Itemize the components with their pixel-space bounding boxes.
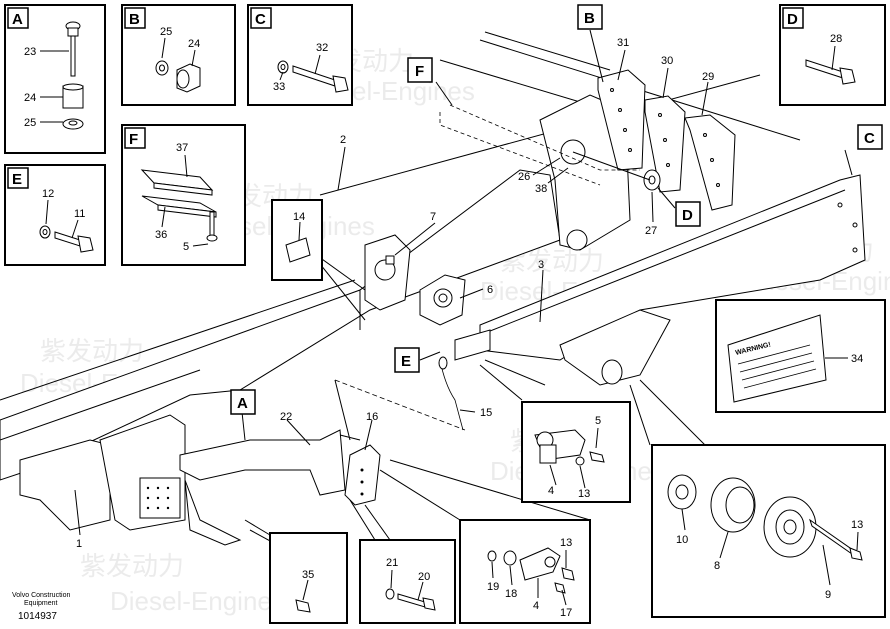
callout-7: 7: [430, 211, 436, 223]
watermark-text: Diesel-Engines: [110, 586, 285, 616]
part-callout-4: 4: [533, 600, 539, 612]
main-letter-tags: B F C D E A: [230, 4, 883, 415]
part-callout-28: 28: [830, 33, 842, 45]
part-callout-32: 32: [316, 42, 328, 54]
company-name-line2: Equipment: [24, 600, 58, 607]
part-callout-25: 25: [160, 26, 172, 38]
callout-15: 15: [480, 407, 492, 419]
inset-bearing-detail: 10 8 9 13: [651, 444, 886, 618]
part-callout-19: 19: [487, 581, 499, 593]
callout-3: 3: [538, 259, 544, 271]
leader-lines: [74, 29, 853, 561]
inset-warning-label: WARNING! 34: [715, 299, 886, 413]
inset-F-letter: F: [129, 131, 138, 148]
tag-B: B: [584, 10, 595, 27]
part-callout-13: 13: [560, 537, 572, 549]
part-callout-36: 36: [155, 229, 167, 241]
inset-F: F 37 36 5: [121, 124, 246, 266]
part-callout-9: 9: [825, 589, 831, 601]
main-assembly-drawing: [0, 31, 866, 546]
callout-2: 2: [340, 134, 346, 146]
company-name-line1: Volvo Construction: [12, 592, 70, 599]
tag-F: F: [415, 63, 424, 80]
part-callout-34: 34: [851, 353, 863, 365]
document-number: 1014937: [18, 611, 57, 622]
part-callout-18: 18: [505, 588, 517, 600]
part-callout-12: 12: [42, 188, 54, 200]
inset-D-letter: D: [787, 11, 798, 28]
callout-16: 16: [366, 411, 378, 423]
part-callout-4: 4: [548, 485, 554, 497]
part-callout-10: 10: [676, 534, 688, 546]
callout-6: 6: [487, 284, 493, 296]
footer: Volvo Construction Equipment 1014937: [12, 592, 70, 622]
inset-D: D 28: [779, 4, 886, 106]
tag-A: A: [237, 395, 248, 412]
callout-29: 29: [702, 71, 714, 83]
callout-31: 31: [617, 37, 629, 49]
tag-C: C: [864, 130, 875, 147]
inset-14: 14: [271, 199, 323, 281]
inset-A: A 23 24 25: [4, 4, 106, 154]
callout-27: 27: [645, 225, 657, 237]
part-callout-24: 24: [188, 38, 200, 50]
part-callout-11: 11: [74, 208, 85, 220]
inset-E-letter: E: [12, 171, 22, 188]
inset-35: 35: [269, 532, 348, 624]
part-callout-5: 5: [595, 415, 601, 427]
main-callouts: 2 3 7 6 26 38 27 31 30 29 1 22 16 15: [76, 37, 714, 550]
callout-38: 38: [535, 183, 547, 195]
callout-1: 1: [76, 538, 82, 550]
part-callout-20: 20: [418, 571, 430, 583]
inset-hinge-detail: 19 18 4 13 17: [459, 519, 591, 624]
inset-20-21: 21 20: [359, 539, 456, 624]
part-callout-37: 37: [176, 142, 188, 154]
inset-C: C 32 33: [247, 4, 353, 106]
part-callout-25: 25: [24, 117, 36, 129]
part-callout-8: 8: [714, 560, 720, 572]
inset-B: B 25 24: [121, 4, 236, 106]
part-callout-5: 5: [183, 241, 189, 253]
part-callout-13: 13: [578, 488, 590, 500]
part-callout-21: 21: [386, 557, 398, 569]
inset-E: E 12 11: [4, 164, 106, 266]
part-callout-17: 17: [560, 607, 572, 619]
part-callout-35: 35: [302, 569, 314, 581]
inset-C-letter: C: [255, 11, 266, 28]
part-callout-23: 23: [24, 46, 36, 58]
inset-A-letter: A: [12, 11, 23, 28]
part-callout-33: 33: [273, 81, 285, 93]
part-callout-14: 14: [293, 211, 305, 223]
tag-E: E: [401, 353, 411, 370]
tag-D: D: [682, 207, 693, 224]
part-callout-24: 24: [24, 92, 36, 104]
callout-30: 30: [661, 55, 673, 67]
watermark-text: 紫发动力: [40, 336, 144, 366]
inset-pin-detail: 5 4 13: [521, 401, 631, 503]
inset-B-letter: B: [129, 11, 140, 28]
callout-22: 22: [280, 411, 292, 423]
watermark-text: 紫发动力: [80, 551, 184, 581]
callout-26: 26: [518, 171, 530, 183]
part-callout-13: 13: [851, 519, 863, 531]
